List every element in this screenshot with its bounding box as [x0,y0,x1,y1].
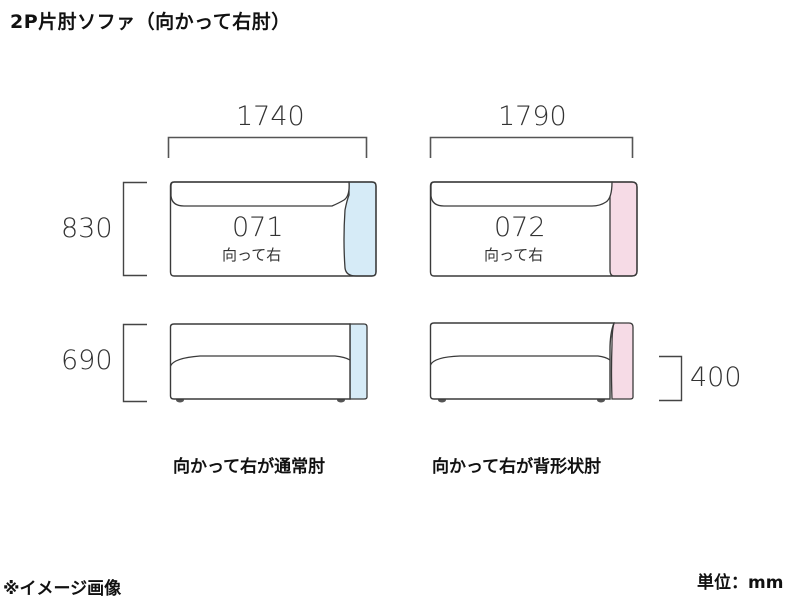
arm-back-shaped [610,322,634,400]
unit-label: 単位：mm [697,573,784,593]
caption-071: 向かって右が通常肘 [173,457,326,477]
arm-back-shaped [609,181,638,277]
arm-standard [349,323,368,400]
depth-label: 830 [61,213,113,244]
width-label-072: 1790 [498,101,567,132]
orientation-label-071: 向って右 [222,246,282,264]
model-code-071: 071 [232,212,284,243]
front-view-071 [169,323,368,403]
backrest [170,181,350,207]
image-note: ※イメージ画像 [3,579,122,599]
top-view-071 [169,181,377,277]
width-label-071: 1740 [236,101,305,132]
front-view-072 [429,322,634,403]
seat-line [429,355,611,366]
arm-standard [343,181,377,277]
depth-bracket [122,181,147,277]
outline [169,181,377,277]
seat-line [169,355,351,367]
top-view-072 [429,181,638,277]
page-title: 2P片肘ソファ（向かって右肘） [10,11,291,33]
seat-height-bracket [659,355,683,402]
caption-072: 向かって右が背形状肘 [432,457,602,477]
model-code-072: 072 [494,212,546,243]
width-bracket-072 [429,136,634,158]
body [169,323,351,400]
backrest [430,181,613,207]
body [429,322,616,400]
height-label: 690 [61,345,113,376]
width-bracket-071 [167,136,368,158]
orientation-label-072: 向って右 [484,246,544,264]
height-bracket [122,323,147,403]
seat-height-label: 400 [690,362,742,393]
outline [429,181,638,277]
